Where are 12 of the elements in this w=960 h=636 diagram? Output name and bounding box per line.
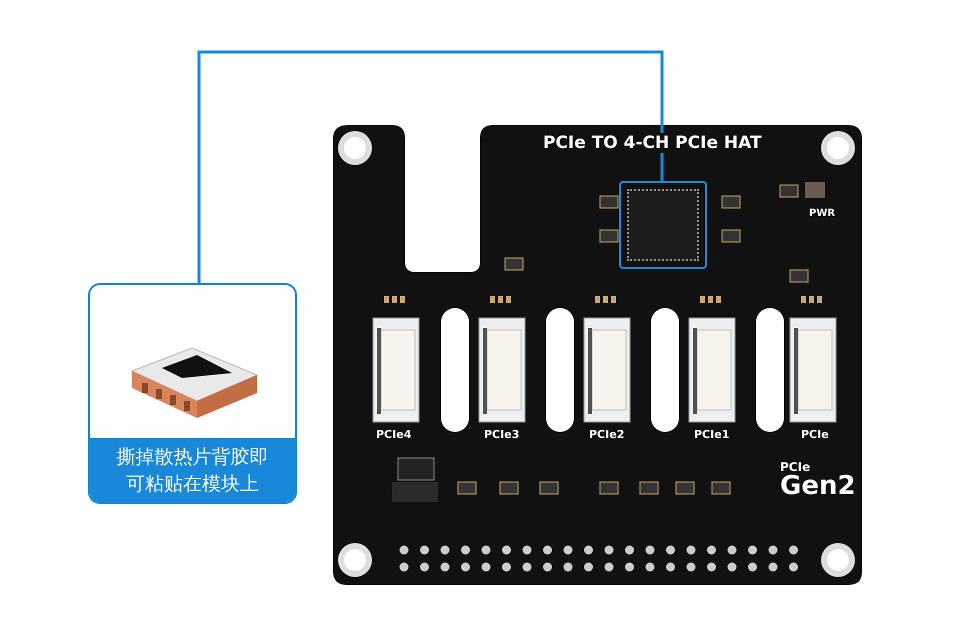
port-label: PCIe3 (484, 428, 520, 441)
port-label: PCIe (801, 428, 829, 441)
callout-card (88, 283, 297, 504)
spec-label: PCIe (780, 460, 810, 474)
callout-text: 撕掉散热片背胶即可粘贴在模块上 (90, 438, 295, 502)
port-label: PCIe2 (589, 428, 624, 441)
led-label: PWR (809, 208, 836, 219)
port-label: PCIe4 (376, 428, 412, 441)
highlight-frame (619, 181, 707, 269)
spec-label: Gen2 (780, 471, 856, 501)
leader-line (198, 50, 664, 283)
port-label: PCIe1 (694, 428, 730, 441)
